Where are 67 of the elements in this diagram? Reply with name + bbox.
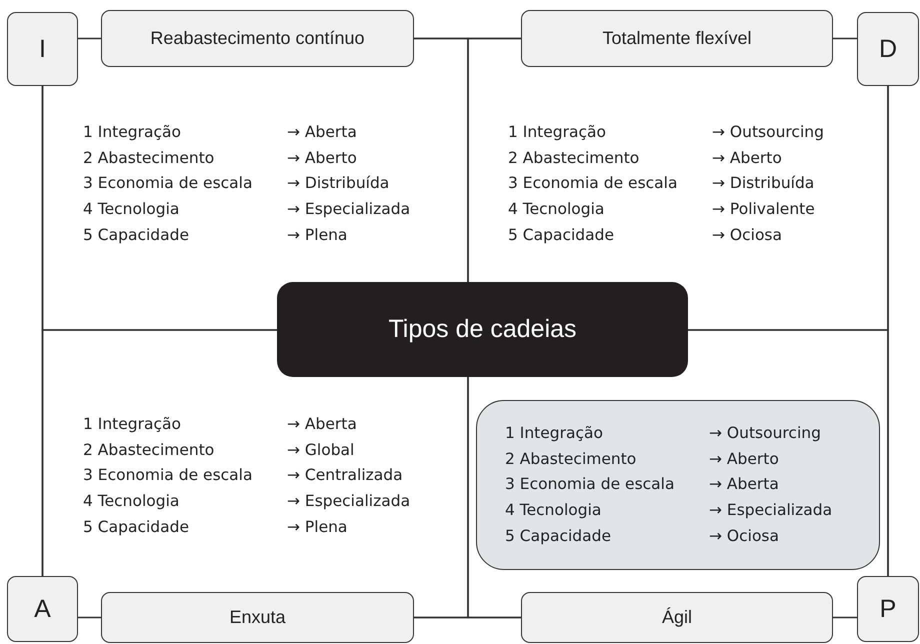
attribute-value: → Aberta <box>709 474 779 494</box>
connector-line <box>467 377 521 618</box>
center-title: Tipos de cadeias <box>388 315 577 344</box>
attribute-value: → Centralizada <box>287 465 403 486</box>
attribute-value: → Especializada <box>709 500 832 520</box>
attribute-value: → Distribuída <box>287 173 390 194</box>
attribute-name: 1 Integração <box>505 423 604 443</box>
box-title: Totalmente flexível <box>602 28 752 49</box>
corner-box <box>7 576 78 642</box>
attribute-name: 2 Abastecimento <box>83 148 214 168</box>
connector-line <box>833 616 857 618</box>
attribute-value: → Global <box>287 440 354 460</box>
connector-line <box>688 329 889 576</box>
attribute-name: 4 Tecnologia <box>83 199 180 220</box>
attribute-name: 1 Integração <box>83 414 182 434</box>
connector-line <box>78 616 101 618</box>
connector-line <box>42 329 277 576</box>
box-title: Enxuta <box>229 607 286 628</box>
corner-box <box>857 576 919 642</box>
highlight-box <box>476 400 880 570</box>
attribute-value: → Polivalente <box>712 199 815 220</box>
corner-letter: P <box>880 594 896 624</box>
attribute-name: 3 Economia de escala <box>83 173 252 194</box>
attribute-name: 5 Capacidade <box>505 526 611 546</box>
attribute-value: → Ociosa <box>712 224 782 245</box>
corner-box <box>7 12 78 86</box>
box-title: Ágil <box>662 607 692 628</box>
attribute-value: → Plena <box>287 516 348 537</box>
attribute-value: → Especializada <box>287 491 410 512</box>
corner-letter: A <box>34 594 51 624</box>
attribute-name: 4 Tecnologia <box>508 199 604 220</box>
title-box <box>101 592 414 643</box>
attribute-name: 4 Tecnologia <box>83 491 180 512</box>
attribute-value: → Aberto <box>712 148 782 168</box>
attribute-name: 3 Economia de escala <box>508 173 678 194</box>
title-box <box>101 10 414 67</box>
connector-line <box>833 38 857 40</box>
attribute-value: → Aberta <box>287 414 357 434</box>
attribute-value: → Outsourcing <box>709 423 821 443</box>
attribute-value: → Ociosa <box>709 526 779 546</box>
connector-line <box>467 38 521 282</box>
attribute-name: 2 Abastecimento <box>505 448 636 469</box>
box-title: Reabastecimento contínuo <box>150 28 365 49</box>
attribute-value: → Aberta <box>287 122 357 142</box>
attribute-name: 4 Tecnologia <box>505 500 602 520</box>
attribute-value: → Especializada <box>287 199 410 220</box>
center-box <box>277 282 688 377</box>
corner-letter: D <box>878 34 898 64</box>
attribute-value: → Plena <box>287 224 348 245</box>
corner-letter: I <box>39 34 46 64</box>
connector-line <box>78 38 101 40</box>
corner-box <box>857 12 919 86</box>
attribute-name: 5 Capacidade <box>83 516 189 537</box>
attribute-name: 3 Economia de escala <box>83 465 252 486</box>
attribute-value: → Outsourcing <box>712 122 824 142</box>
attribute-value: → Aberto <box>287 148 357 168</box>
attribute-name: 2 Abastecimento <box>508 148 640 168</box>
attribute-name: 1 Integração <box>508 122 606 142</box>
attribute-value: → Aberto <box>709 448 779 469</box>
attribute-name: 1 Integração <box>83 122 182 142</box>
title-box <box>521 10 833 67</box>
attribute-value: → Distribuída <box>712 173 814 194</box>
title-box <box>521 592 833 643</box>
attribute-name: 2 Abastecimento <box>83 440 214 460</box>
attribute-name: 5 Capacidade <box>83 224 189 245</box>
attribute-name: 3 Economia de escala <box>505 474 674 494</box>
attribute-name: 5 Capacidade <box>508 224 614 245</box>
